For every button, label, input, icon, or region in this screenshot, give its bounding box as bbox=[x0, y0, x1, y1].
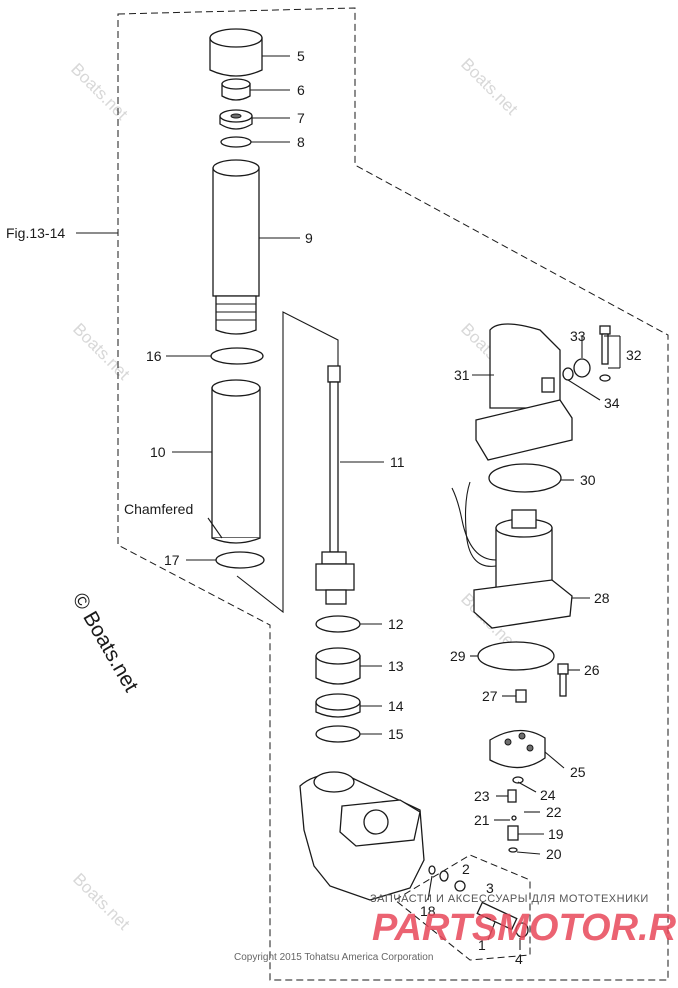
callout-1: 1 bbox=[478, 937, 486, 953]
part-13-seal bbox=[315, 647, 361, 685]
part-2-ring bbox=[439, 870, 449, 882]
callout-11: 11 bbox=[390, 454, 405, 470]
callout-7: 7 bbox=[297, 110, 305, 126]
callout-20: 20 bbox=[546, 846, 562, 862]
part-30-o-ring bbox=[488, 463, 562, 493]
part-24-o-ring bbox=[512, 776, 524, 784]
watermark-corner-1: Boats.net bbox=[67, 59, 131, 123]
part-9-cylinder bbox=[212, 159, 260, 335]
part-34-ring bbox=[562, 367, 574, 381]
part-7-washer bbox=[219, 109, 253, 130]
callout-26: 26 bbox=[584, 662, 600, 678]
callout-2: 2 bbox=[462, 861, 470, 877]
part-33-grommet bbox=[573, 358, 591, 378]
part-21-ball bbox=[511, 815, 517, 821]
figure-ref: Fig.13-14 bbox=[6, 225, 65, 241]
watermark-corner-6: Boats.net bbox=[69, 869, 133, 933]
callout-18: 18 bbox=[420, 903, 436, 919]
watermark-corner-3: Boats.net bbox=[69, 319, 133, 383]
part-32-bolt bbox=[599, 325, 611, 382]
watermark-site: © Boats.net bbox=[68, 589, 143, 696]
callout-labels: 5 6 7 8 9 16 10 Chamfered 17 11 12 13 14… bbox=[124, 48, 642, 967]
part-5-cap bbox=[209, 28, 263, 77]
watermark-group: Boats.net Boats.net Boats.net Boats.net … bbox=[67, 54, 521, 933]
callout-24: 24 bbox=[540, 787, 556, 803]
part-25-valve-body bbox=[489, 729, 546, 769]
part-12-ring bbox=[315, 615, 361, 633]
valve-subgroup-boundary bbox=[394, 854, 531, 961]
brand-tagline: ЗАПЧАСТИ И АКСЕССУАРЫ ДЛЯ МОТОТЕХНИКИ bbox=[370, 893, 649, 905]
part-16-ring bbox=[210, 347, 264, 365]
overlay-brand: ЗАПЧАСТИ И АКСЕССУАРЫ ДЛЯ МОТОТЕХНИКИ PA… bbox=[370, 893, 678, 949]
callout-25: 25 bbox=[570, 764, 586, 780]
base-housing bbox=[299, 771, 425, 901]
watermark-corner-2: Boats.net bbox=[457, 54, 521, 118]
callout-5: 5 bbox=[297, 48, 305, 64]
callout-30: 30 bbox=[580, 472, 596, 488]
callout-6: 6 bbox=[297, 82, 305, 98]
part-11-piston-shaft bbox=[315, 365, 355, 605]
part-8-o-ring bbox=[220, 136, 252, 148]
callout-13: 13 bbox=[388, 658, 404, 674]
part-6-nut bbox=[221, 78, 251, 101]
part-29-o-ring bbox=[477, 641, 555, 671]
part-26-bolt bbox=[557, 663, 569, 697]
part-20-o-ring bbox=[508, 847, 518, 853]
callout-29: 29 bbox=[450, 648, 466, 664]
assembly-link-line bbox=[236, 311, 339, 614]
callout-4: 4 bbox=[515, 951, 523, 967]
callout-22: 22 bbox=[546, 804, 562, 820]
callout-10: 10 bbox=[150, 444, 166, 460]
callout-14: 14 bbox=[388, 698, 404, 714]
callout-23: 23 bbox=[474, 788, 490, 804]
callout-31: 31 bbox=[454, 367, 470, 383]
callout-15: 15 bbox=[388, 726, 404, 742]
part-27-plug bbox=[515, 689, 527, 703]
part-10-sleeve bbox=[211, 379, 261, 544]
leader-lines bbox=[166, 55, 621, 950]
callout-9: 9 bbox=[305, 230, 313, 246]
callout-17: 17 bbox=[164, 552, 180, 568]
callout-27: 27 bbox=[482, 688, 498, 704]
callout-33: 33 bbox=[570, 328, 586, 344]
callout-3: 3 bbox=[486, 880, 494, 896]
callout-12: 12 bbox=[388, 616, 404, 632]
part-28-motor bbox=[451, 481, 573, 629]
brand-logo: PARTSMOTOR.RU bbox=[372, 907, 678, 949]
part-19-valve bbox=[507, 825, 519, 841]
part-15-ring bbox=[315, 725, 361, 743]
part-17-ring bbox=[215, 551, 265, 569]
callout-8: 8 bbox=[297, 134, 305, 150]
callout-34: 34 bbox=[604, 395, 620, 411]
assembly-boundary bbox=[117, 7, 669, 981]
callout-32: 32 bbox=[626, 347, 642, 363]
part-3-ring bbox=[454, 880, 466, 892]
copyright-text: Copyright 2015 Tohatsu America Corporati… bbox=[234, 952, 433, 963]
callout-19: 19 bbox=[548, 826, 564, 842]
chamfer-note: Chamfered bbox=[124, 501, 193, 517]
callout-21: 21 bbox=[474, 812, 490, 828]
part-23-spring bbox=[507, 789, 517, 803]
callout-16: 16 bbox=[146, 348, 162, 364]
part-31-motor-cover bbox=[475, 323, 573, 461]
callout-28: 28 bbox=[594, 590, 610, 606]
part-1-valve-shaft bbox=[476, 901, 518, 931]
part-18-ring bbox=[428, 865, 436, 875]
part-4-cap bbox=[515, 922, 529, 938]
part-14-clip bbox=[315, 693, 361, 718]
